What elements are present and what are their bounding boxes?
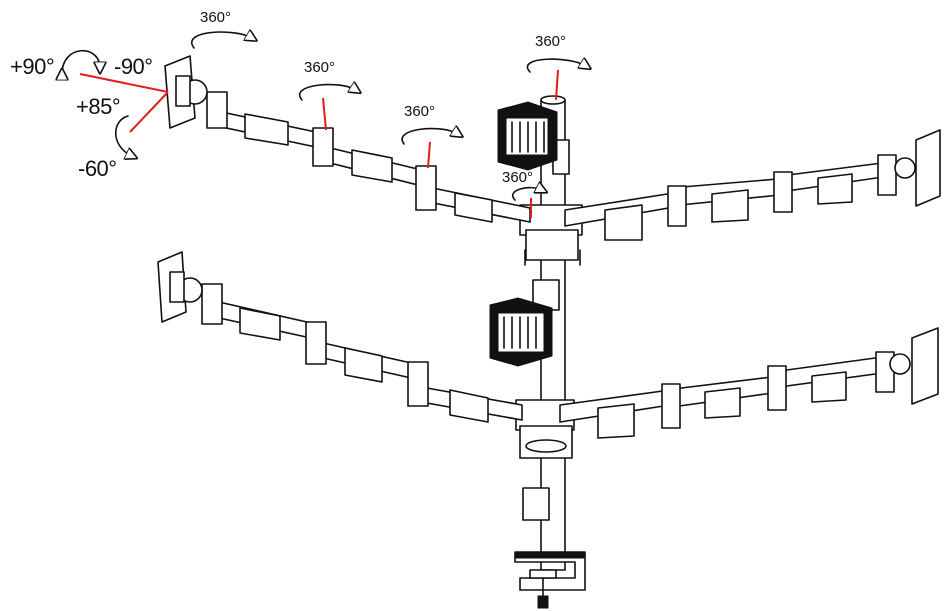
- lower-hub: [515, 399, 575, 459]
- arm-top-right: [564, 154, 897, 241]
- head-bottom-left: [157, 251, 203, 323]
- arm-bottom-left: [201, 283, 523, 423]
- head-top-left: [164, 55, 208, 129]
- tilt-up-label: +90°: [10, 54, 55, 79]
- rotation-arrows: [62, 32, 586, 201]
- center-head-top: [497, 101, 558, 171]
- rotate-pole-top-label: 360°: [535, 33, 567, 50]
- rotate-joint-2-label: 360°: [404, 103, 436, 120]
- arm-top-left: [206, 91, 531, 223]
- rotate-joint-1-label: 360°: [304, 59, 336, 76]
- tilt-down-label: -90°: [114, 54, 153, 79]
- rotate-head-label: 360°: [200, 9, 232, 26]
- head-bottom-right: [889, 327, 939, 405]
- arm-bottom-right: [559, 351, 895, 439]
- desk-clamp: [514, 551, 586, 609]
- swivel-down-label: -60°: [78, 156, 117, 181]
- center-head-bottom: [489, 297, 553, 367]
- rotate-center-head-label: 360°: [502, 169, 534, 186]
- swivel-up-label: +85°: [76, 94, 121, 119]
- head-top-right: [894, 129, 941, 207]
